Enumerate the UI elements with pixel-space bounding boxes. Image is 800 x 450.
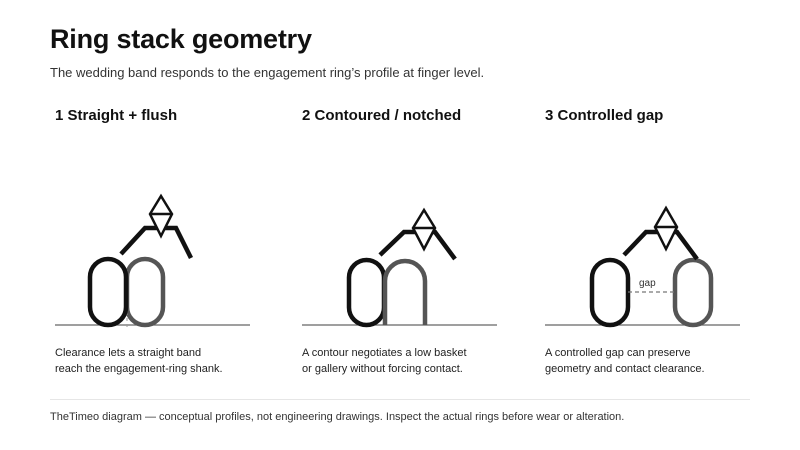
panel-1-caption-line-2: reach the engagement-ring shank. — [55, 363, 223, 375]
page-subtitle: The wedding band responds to the engagem… — [50, 65, 485, 80]
panel-1-heading: 1 Straight + flush — [55, 107, 178, 124]
panel-2-engagement-shank — [346, 257, 387, 328]
panel-3-wedding-band — [672, 257, 714, 328]
panel-2-caption-line-2: or gallery without forcing contact. — [302, 363, 463, 375]
page-title: Ring stack geometry — [50, 24, 312, 54]
panel-3-heading: 3 Controlled gap — [545, 107, 664, 124]
panel-1-diamond-icon — [148, 193, 174, 239]
panel-3-diamond-icon — [653, 205, 679, 252]
panel-2-heading: 2 Contoured / notched — [302, 107, 462, 124]
panel-1-caption-line-1: Clearance lets a straight band — [55, 347, 202, 359]
panel-2-diamond-icon — [411, 207, 437, 252]
panel-1-wedding-band-outline — [124, 256, 166, 328]
panel-3-caption: A controlled gap can preserve geometry a… — [545, 345, 765, 377]
panel-1-prongs — [119, 225, 194, 260]
panel-1-illustration — [55, 193, 250, 330]
footer-divider — [50, 399, 750, 400]
panel-2-contoured-band — [382, 258, 428, 325]
panel-2-illustration — [302, 207, 497, 328]
panel-3-engagement-shank — [589, 257, 631, 328]
panel-2-caption-line-1: A contour negotiates a low basket — [302, 347, 467, 359]
panel-3-caption-line-2: geometry and contact clearance. — [545, 363, 705, 375]
panel-3-illustration: gap — [545, 205, 740, 328]
panel-1-caption: Clearance lets a straight band reach the… — [55, 345, 275, 377]
panel-3-gap-label: gap — [639, 278, 656, 289]
panel-1-engagement-shank — [87, 256, 129, 328]
footer-note: TheTimeo diagram — conceptual profiles, … — [50, 411, 625, 423]
panel-3-caption-line-1: A controlled gap can preserve — [545, 347, 691, 359]
panel-2-caption: A contour negotiates a low basket or gal… — [302, 345, 522, 377]
